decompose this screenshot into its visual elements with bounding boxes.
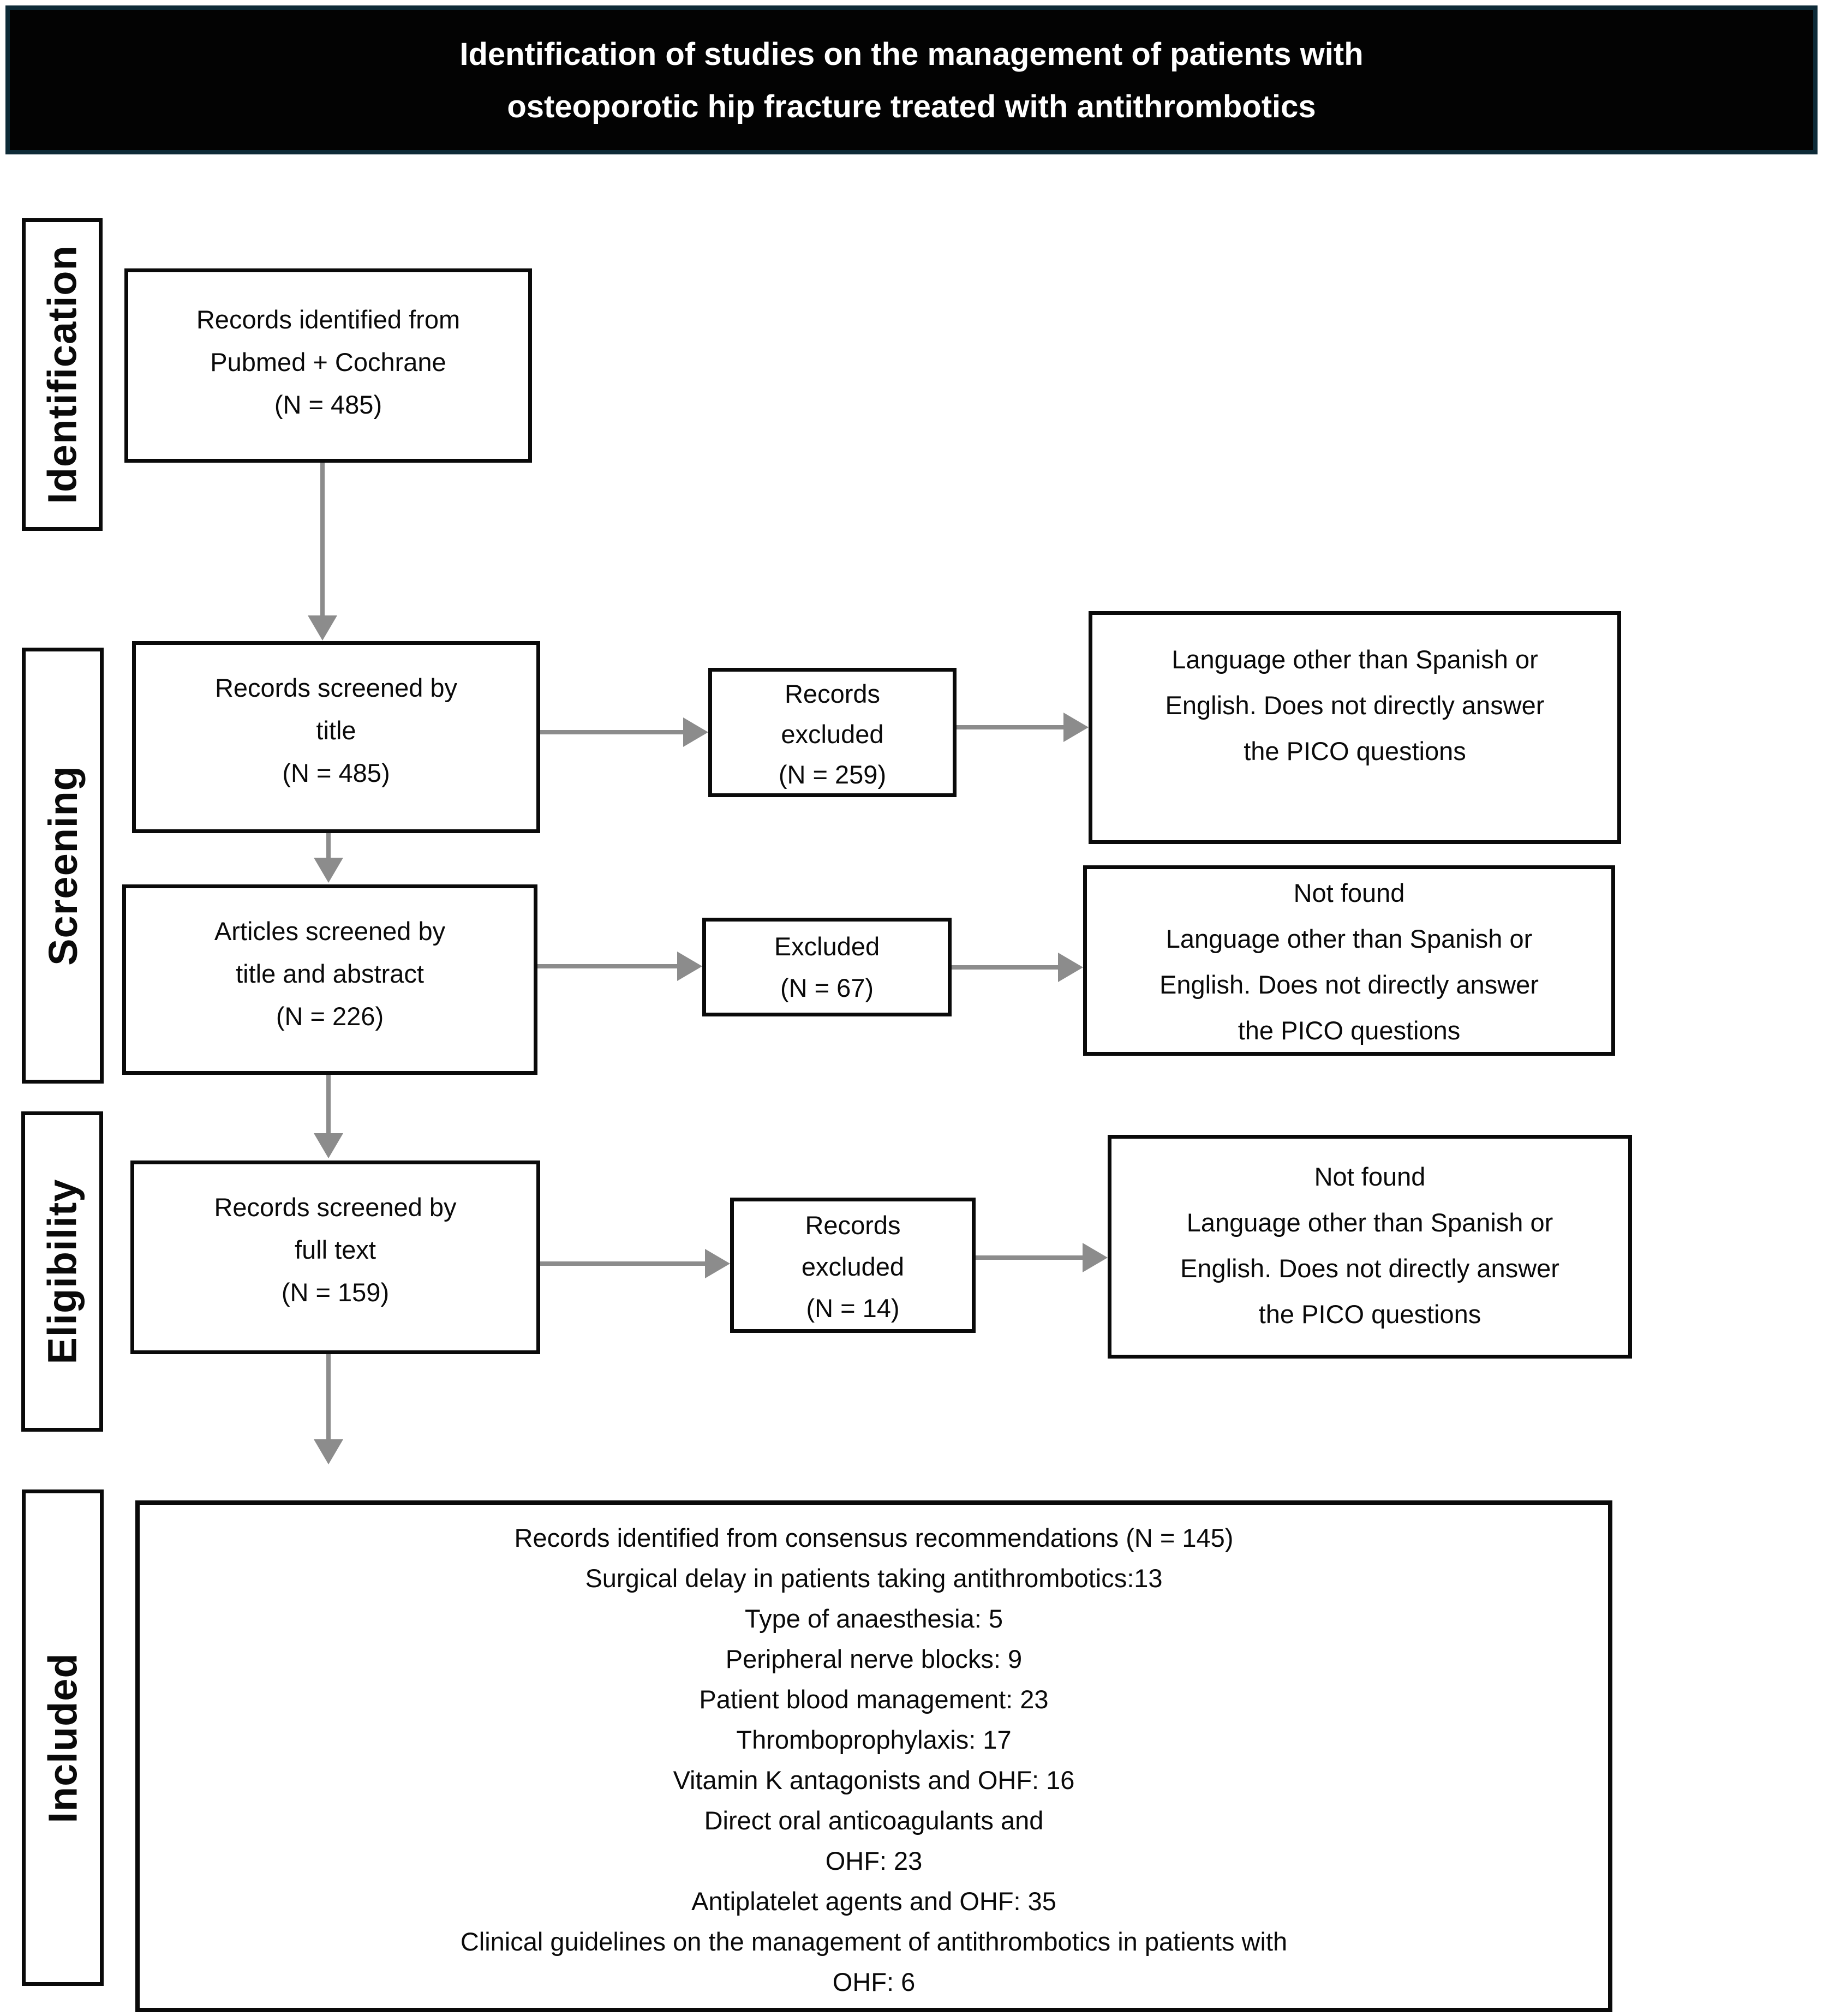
text-line: Records	[805, 1211, 901, 1240]
stage-label-included-text: Included	[40, 1652, 86, 1823]
box-records-excluded-title-text: Records excluded (N = 259)	[712, 674, 953, 795]
box-included-records-text: Records identified from consensus recomm…	[140, 1518, 1608, 2002]
text-line: title	[316, 716, 356, 745]
arrow-right-icon	[677, 952, 702, 981]
text-line: Records identified from consensus recomm…	[514, 1523, 1234, 1552]
stage-label-screening: Screening	[22, 648, 104, 1084]
arrow-screened-abstract-to-excluded-shaft	[537, 964, 677, 968]
arrow-screened-title-to-excluded-shaft	[540, 730, 683, 734]
text-line: Peripheral nerve blocks: 9	[725, 1644, 1023, 1673]
text-line: Records	[784, 679, 880, 708]
text-line: (N = 67)	[780, 973, 874, 1002]
text-line: Language other than Spanish or	[1171, 645, 1538, 674]
box-records-screened-by-fulltext: Records screened by full text (N = 159)	[130, 1160, 540, 1354]
stage-label-identification-text: Identification	[39, 245, 85, 504]
arrow-right-icon	[1083, 1243, 1108, 1272]
diagram-title: Identification of studies on the managem…	[5, 5, 1818, 154]
text-line: (N = 14)	[806, 1294, 900, 1323]
text-line: Patient blood management: 23	[699, 1685, 1049, 1714]
arrow-down-icon	[314, 858, 343, 883]
text-line: full text	[295, 1235, 376, 1264]
arrow-right-icon	[705, 1249, 730, 1278]
text-line: Pubmed + Cochrane	[210, 348, 446, 376]
arrow-down-icon	[314, 1439, 343, 1464]
box-included-records: Records identified from consensus recomm…	[135, 1500, 1612, 2012]
text-line: (N = 226)	[276, 1002, 384, 1031]
box-records-screened-by-title-text: Records screened by title (N = 485)	[136, 667, 536, 794]
arrow-right-icon	[683, 717, 708, 747]
arrow-excluded-fulltext-to-reason-shaft	[976, 1255, 1083, 1260]
text-line: Records screened by	[214, 1193, 457, 1222]
text-line: Vitamin K antagonists and OHF: 16	[673, 1766, 1075, 1794]
stage-label-eligibility: Eligibility	[21, 1111, 103, 1432]
text-line: Language other than Spanish or	[1186, 1208, 1553, 1237]
stage-label-screening-text: Screening	[40, 765, 86, 966]
text-line: Antiplatelet agents and OHF: 35	[691, 1887, 1056, 1916]
text-line: Direct oral anticoagulants and	[704, 1806, 1044, 1835]
box-excluded-abstract-text: Excluded (N = 67)	[706, 926, 948, 1009]
text-line: English. Does not directly answer	[1159, 970, 1539, 999]
text-line: Clinical guidelines on the management of…	[460, 1927, 1288, 1956]
text-line: Excluded	[774, 932, 880, 961]
text-line: OHF: 23	[825, 1846, 923, 1875]
box-records-excluded-title: Records excluded (N = 259)	[708, 668, 957, 797]
text-line: English. Does not directly answer	[1165, 691, 1545, 720]
stage-label-identification: Identification	[22, 218, 103, 531]
box-records-excluded-fulltext-text: Records excluded (N = 14)	[734, 1205, 972, 1329]
text-line: the PICO questions	[1238, 1016, 1461, 1045]
text-line: Not found	[1293, 878, 1405, 907]
text-line: Records identified from	[196, 305, 461, 334]
text-line: the PICO questions	[1258, 1300, 1481, 1329]
text-line: title and abstract	[236, 959, 424, 988]
box-records-screened-by-fulltext-text: Records screened by full text (N = 159)	[134, 1186, 536, 1314]
box-articles-screened-by-title-abstract-text: Articles screened by title and abstract (N…	[126, 910, 534, 1038]
text-line: Articles screened by	[214, 917, 446, 946]
arrow-abstract-to-fulltext-shaft	[326, 1075, 331, 1133]
arrow-fulltext-to-included-shaft	[326, 1354, 331, 1439]
arrow-down-icon	[308, 615, 337, 641]
box-exclusion-reason-title: Language other than Spanish or English. D…	[1089, 611, 1621, 844]
diagram-title-line1: Identification of studies on the managem…	[459, 37, 1364, 72]
box-records-screened-by-title: Records screened by title (N = 485)	[132, 641, 540, 833]
text-line: Records screened by	[214, 673, 458, 702]
text-line: the PICO questions	[1244, 737, 1466, 765]
arrow-down-icon	[314, 1133, 343, 1158]
text-line: excluded	[781, 720, 884, 749]
arrow-right-icon	[1063, 713, 1089, 742]
arrow-screened-title-to-abstract-shaft	[326, 833, 331, 858]
box-articles-screened-by-title-abstract: Articles screened by title and abstract (N…	[122, 884, 537, 1075]
text-line: Not found	[1314, 1162, 1426, 1191]
text-line: (N = 485)	[274, 390, 382, 419]
box-excluded-abstract: Excluded (N = 67)	[702, 918, 952, 1016]
arrow-right-icon	[1058, 953, 1083, 982]
arrow-screened-fulltext-to-excluded-shaft	[540, 1261, 705, 1266]
text-line: Surgical delay in patients taking antith…	[585, 1564, 1163, 1593]
arrow-excluded-abstract-to-reason-shaft	[952, 965, 1058, 970]
text-line: Language other than Spanish or	[1165, 924, 1533, 953]
text-line: excluded	[801, 1252, 905, 1281]
text-line: Type of anaesthesia: 5	[745, 1604, 1003, 1633]
arrow-excluded-title-to-reason-shaft	[957, 725, 1063, 729]
diagram-title-line2: osteoporotic hip fracture treated with a…	[507, 89, 1316, 124]
text-line: (N = 159)	[281, 1278, 390, 1307]
text-line: English. Does not directly answer	[1180, 1254, 1559, 1283]
box-exclusion-reason-title-text: Language other than Spanish or English. D…	[1092, 637, 1617, 774]
text-line: (N = 485)	[282, 758, 390, 787]
text-line: (N = 259)	[778, 760, 887, 789]
stage-label-eligibility-text: Eligibility	[39, 1179, 85, 1365]
arrow-identified-to-screened-title-shaft	[320, 463, 325, 615]
text-line: Thromboprophylaxis: 17	[736, 1725, 1012, 1754]
box-records-excluded-fulltext: Records excluded (N = 14)	[730, 1198, 976, 1333]
text-line: OHF: 6	[832, 1967, 916, 1996]
stage-label-included: Included	[22, 1489, 104, 1986]
